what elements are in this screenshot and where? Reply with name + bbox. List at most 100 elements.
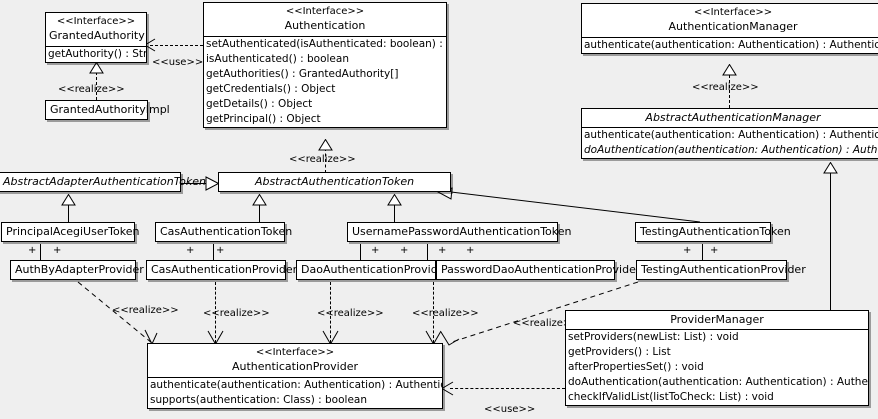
class-members-authenticationmanager: authenticate(authentication: Authenticat… <box>582 37 878 53</box>
edge-realize-passworddaoauthenticationprovider <box>433 282 434 343</box>
class-box-passworddaoauthenticationprovider[interactable]: PasswordDaoAuthenticationProvider <box>436 260 641 280</box>
class-box-abstractauthenticationtoken[interactable]: AbstractAuthenticationToken <box>218 172 451 192</box>
class-header-abstractauthenticationtoken: AbstractAuthenticationToken <box>219 173 450 191</box>
method-supports-provider: supports(authentication: Class) : boolea… <box>150 394 367 406</box>
class-name-grantedauthorityimpl: GrantedAuthorityImpl <box>50 103 170 116</box>
method-getdetails: getDetails() : Object <box>206 98 313 110</box>
method-getproviders: getProviders() : List <box>568 346 671 358</box>
method-checkifvalidlist: checkIfValidList(listToCheck: List) : vo… <box>568 391 774 403</box>
hollow-triangle-right-abstractauthenticationtoken <box>205 176 219 191</box>
open-arrow-head-realize-testing <box>440 330 460 348</box>
stereotype-interface-authenticationprovider: <<Interface>> <box>255 347 335 358</box>
method-doauthentication-abstractmanager: doAuthentication(authentication: Authent… <box>584 144 878 156</box>
stereotype-interface-authentication: <<Interface>> <box>285 6 365 17</box>
hollow-triangle-authenticationmanager <box>722 64 737 76</box>
class-header-testingauthenticationtoken: TestingAuthenticationToken <box>636 223 791 241</box>
class-box-grantedauthorityimpl[interactable]: GrantedAuthorityImpl <box>45 100 170 120</box>
class-header-principalacegiusertoken: PrincipalAcegiUserToken <box>2 223 140 241</box>
label-realize-authbyadapterprovider: <<realize>> <box>112 305 179 316</box>
class-name-daoauthenticationprovider: DaoAuthenticationProvider <box>301 263 449 276</box>
hollow-triangle-abstractauthtoken-cas <box>252 194 267 206</box>
class-name-abstractadapterauthenticationtoken: AbstractAdapterAuthenticationToken <box>3 175 206 188</box>
class-box-casauthenticationtoken[interactable]: CasAuthenticationToken <box>155 222 293 242</box>
class-box-grantedauthority[interactable]: <<Interface>> GrantedAuthority getAuthor… <box>45 12 147 63</box>
multiplicity-plus-upat-1: + <box>371 245 380 256</box>
class-members-grantedauthority: getAuthority() : String <box>46 46 146 62</box>
class-header-authenticationprovider: <<Interface>> AuthenticationProvider <box>148 344 442 377</box>
class-name-casauthenticationprovider: CasAuthenticationProvider <box>151 263 298 276</box>
class-name-testingauthenticationtoken: TestingAuthenticationToken <box>640 225 791 238</box>
class-name-passworddaoauthenticationprovider: PasswordDaoAuthenticationProvider <box>441 263 641 276</box>
class-box-authentication[interactable]: <<Interface>> Authentication setAuthenti… <box>203 2 447 128</box>
class-box-authbyadapterprovider[interactable]: AuthByAdapterProvider <box>10 260 144 280</box>
class-box-principalacegiusertoken[interactable]: PrincipalAcegiUserToken <box>1 222 140 242</box>
method-afterpropertiesset: afterPropertiesSet() : void <box>568 361 704 373</box>
multiplicity-plus-principal-left: + <box>28 245 37 256</box>
class-box-abstractadapterauthenticationtoken[interactable]: AbstractAdapterAuthenticationToken <box>0 172 206 192</box>
class-header-casauthenticationtoken: CasAuthenticationToken <box>156 223 293 241</box>
class-header-usernamepasswordauthenticationtoken: UsernamePasswordAuthenticationToken <box>348 223 572 241</box>
class-members-authentication: setAuthenticated(isAuthenticated: boolea… <box>204 36 446 127</box>
class-name-providermanager: ProviderManager <box>670 313 764 326</box>
class-name-usernamepasswordauthenticationtoken: UsernamePasswordAuthenticationToken <box>352 225 572 238</box>
hollow-triangle-grantedauthority <box>89 62 104 74</box>
class-header-grantedauthorityimpl: GrantedAuthorityImpl <box>46 101 170 119</box>
class-box-authenticationmanager[interactable]: <<Interface>> AuthenticationManager auth… <box>581 3 878 54</box>
class-name-abstractauthenticationtoken: AbstractAuthenticationToken <box>254 175 415 188</box>
class-header-authenticationmanager: <<Interface>> AuthenticationManager <box>582 4 878 37</box>
multiplicity-plus-testing-right: + <box>710 245 719 256</box>
method-authenticate-provider: authenticate(authentication: Authenticat… <box>150 379 442 391</box>
label-realize-passworddaoauthenticationprovider: <<realize>> <box>412 308 479 319</box>
edge-generalization-abstractadaptertoken <box>180 183 214 184</box>
edge-realize-abstractauthenticationmanager <box>729 75 730 108</box>
stereotype-interface-grantedauthority: <<Interface>> <box>56 16 136 27</box>
class-header-passworddaoauthenticationprovider: PasswordDaoAuthenticationProvider <box>437 261 641 279</box>
edge-realize-abstractauthenticationtoken <box>325 148 326 173</box>
class-name-authenticationprovider: AuthenticationProvider <box>231 360 359 373</box>
multiplicity-plus-cas-right: + <box>216 245 225 256</box>
edge-use-providermanager-authenticationprovider <box>450 388 565 389</box>
class-header-authbyadapterprovider: AuthByAdapterProvider <box>11 261 144 279</box>
multiplicity-plus-testing-left: + <box>683 245 692 256</box>
class-box-daoauthenticationprovider[interactable]: DaoAuthenticationProvider <box>296 260 449 280</box>
class-name-principalacegiusertoken: PrincipalAcegiUserToken <box>6 225 140 238</box>
edge-assoc-upat-passworddaoprovider <box>427 244 428 260</box>
class-box-authenticationprovider[interactable]: <<Interface>> AuthenticationProvider aut… <box>147 343 443 409</box>
class-members-abstractauthenticationmanager: authenticate(authentication: Authenticat… <box>582 127 878 158</box>
class-header-abstractadapterauthenticationtoken: AbstractAdapterAuthenticationToken <box>0 173 206 191</box>
edge-assoc-principal-authbyadapter <box>40 244 41 260</box>
method-getauthority: getAuthority() : String <box>48 48 146 60</box>
class-members-authenticationprovider: authenticate(authentication: Authenticat… <box>148 377 442 408</box>
multiplicity-plus-upat-2: + <box>400 245 409 256</box>
class-header-casauthenticationprovider: CasAuthenticationProvider <box>147 261 298 279</box>
edge-use-authentication-grantedauthority <box>150 45 203 46</box>
edge-assoc-cas-casprovider <box>213 244 214 260</box>
hollow-triangle-abstractauthenticationmanager <box>823 162 838 174</box>
label-realize-grantedauthorityimpl: <<realize>> <box>58 84 125 95</box>
class-box-testingauthenticationprovider[interactable]: TestingAuthenticationProvider <box>636 260 806 280</box>
method-authenticate-manager: authenticate(authentication: Authenticat… <box>584 39 878 51</box>
class-box-testingauthenticationtoken[interactable]: TestingAuthenticationToken <box>635 222 791 242</box>
class-box-abstractauthenticationmanager[interactable]: AbstractAuthenticationManager authentica… <box>581 108 878 159</box>
class-box-usernamepasswordauthenticationtoken[interactable]: UsernamePasswordAuthenticationToken <box>347 222 572 242</box>
label-realize-daoauthenticationprovider: <<realize>> <box>317 308 384 319</box>
hollow-triangle-abstractauthtoken-upat <box>387 194 402 206</box>
edge-realize-grantedauthorityimpl <box>96 72 97 100</box>
class-name-abstractauthenticationmanager: AbstractAuthenticationManager <box>645 111 821 124</box>
class-header-testingauthenticationprovider: TestingAuthenticationProvider <box>637 261 806 279</box>
class-name-authbyadapterprovider: AuthByAdapterProvider <box>15 263 144 276</box>
multiplicity-plus-cas-left: + <box>186 245 195 256</box>
method-getauthorities: getAuthorities() : GrantedAuthority[] <box>206 68 399 80</box>
class-header-daoauthenticationprovider: DaoAuthenticationProvider <box>297 261 449 279</box>
edge-generalization-usernamepasswordtoken <box>394 205 395 222</box>
class-name-testingauthenticationprovider: TestingAuthenticationProvider <box>641 263 806 276</box>
class-members-providermanager: setProviders(newList: List) : void getPr… <box>566 329 868 405</box>
edge-assoc-testingtoken-testingprovider <box>702 244 703 260</box>
class-name-casauthenticationtoken: CasAuthenticationToken <box>160 225 293 238</box>
class-box-providermanager[interactable]: ProviderManager setProviders(newList: Li… <box>565 310 869 406</box>
edge-generalization-providermanager <box>830 172 831 310</box>
multiplicity-plus-principal-right: + <box>53 245 62 256</box>
edge-assoc-upat-daoprovider <box>360 244 361 260</box>
stereotype-interface-authenticationmanager: <<Interface>> <box>693 7 773 18</box>
class-box-casauthenticationprovider[interactable]: CasAuthenticationProvider <box>146 260 298 280</box>
